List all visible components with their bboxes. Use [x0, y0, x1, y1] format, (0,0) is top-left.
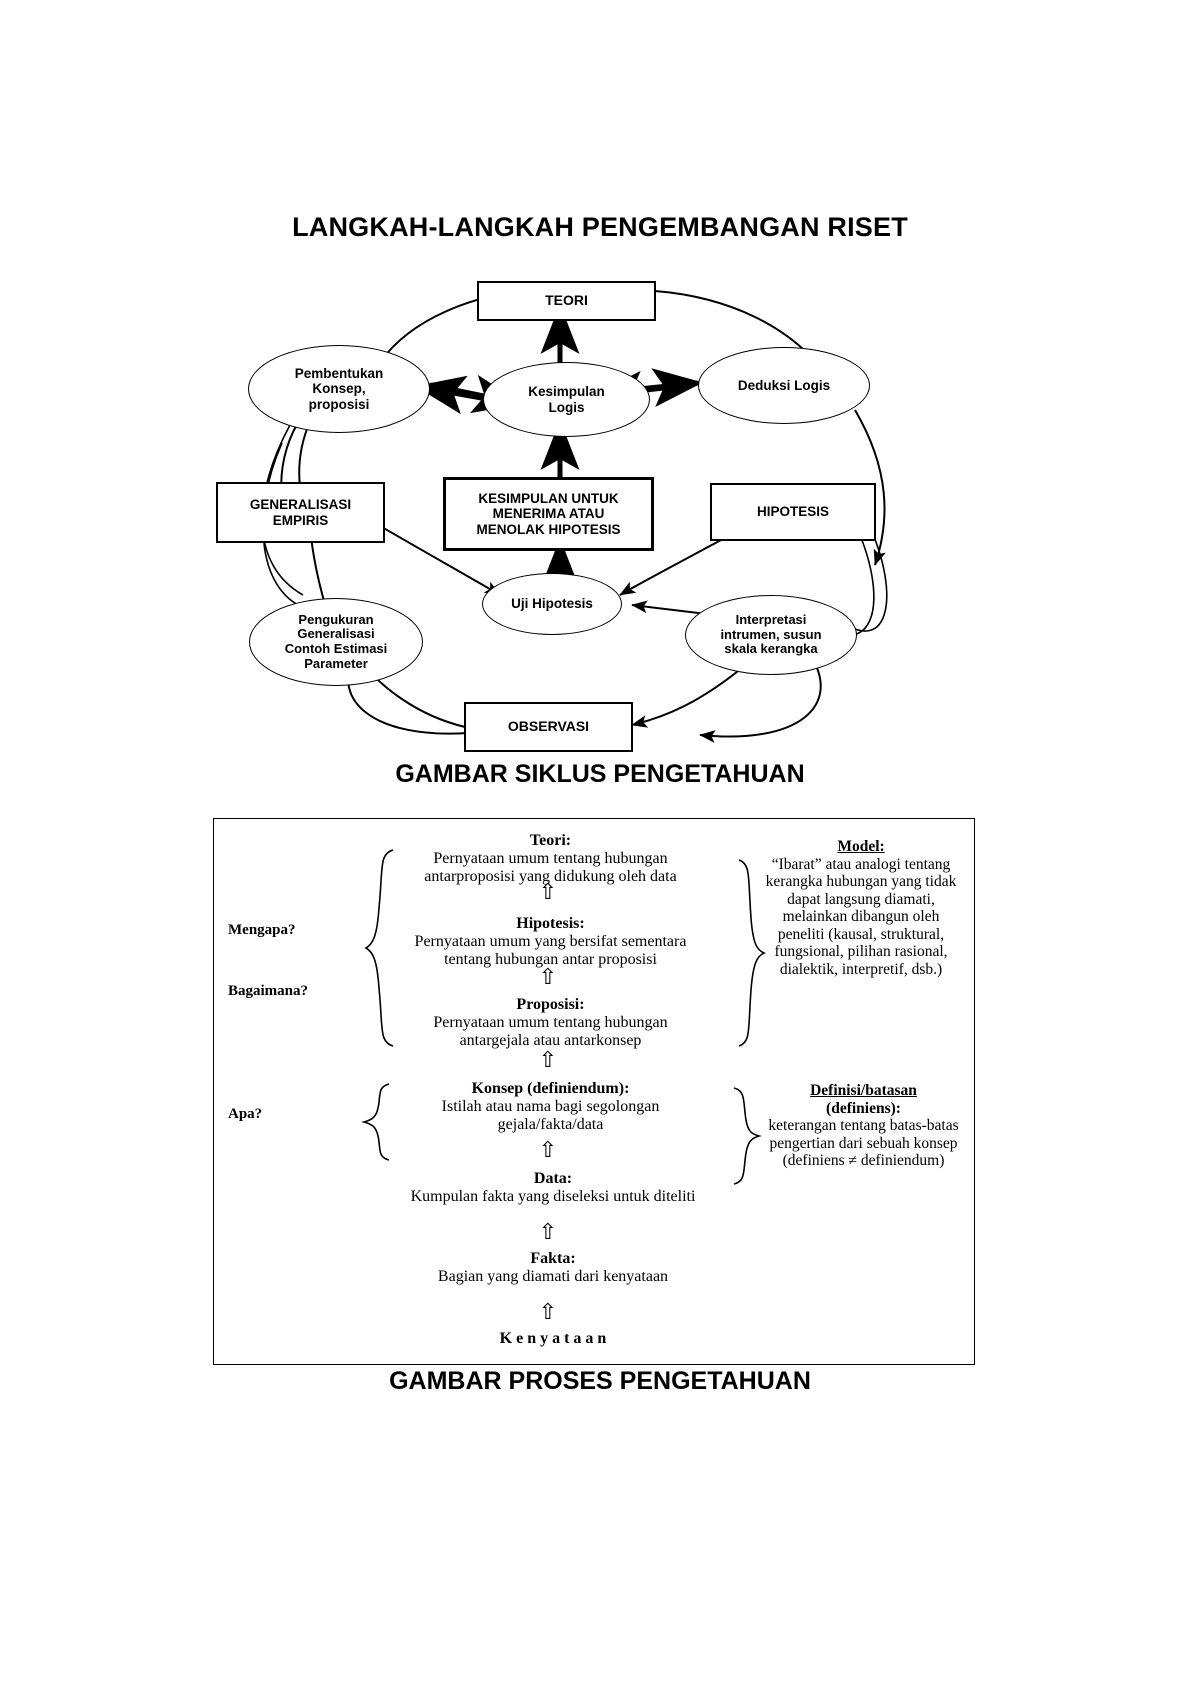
arrow-up-icon-1: ⇧ — [538, 880, 558, 905]
brace-model — [737, 858, 767, 1048]
arrow-up-icon-3: ⇧ — [538, 1048, 558, 1073]
right-block-definisi-subheading: (definiens): — [826, 1099, 901, 1117]
side-label-mengapa: Mengapa? — [228, 922, 296, 938]
right-block-model-heading: Model: — [837, 838, 885, 855]
arrow-up-icon-4: ⇧ — [538, 1138, 558, 1163]
level-fakta-body: Bagian yang diamati dari kenyataan — [437, 1268, 669, 1286]
node-deduksi-logis-label: Deduksi Logis — [737, 377, 831, 393]
level-data-heading: Data: — [533, 1170, 573, 1187]
node-kesimpulan-hipotesis-label: KESIMPULAN UNTUK MENERIMA ATAU MENOLAK H… — [476, 491, 621, 537]
page-title: LANGKAH-LANGKAH PENGEMBANGAN RISET — [292, 212, 908, 242]
right-block-model: Model: “Ibarat” atau analogi tentang ker… — [761, 838, 961, 978]
node-observasi-label: OBSERVASI — [507, 718, 590, 735]
node-generalisasi-empiris-label: GENERALISASI EMPIRIS — [249, 497, 352, 528]
node-pengukuran-label: Pengukuran Generalisasi Contoh Estimasi … — [284, 611, 388, 671]
level-hipotesis: Hipotesis: Pernyataan umum yang bersifat… — [373, 915, 728, 969]
level-teori: Teori: Pernyataan umum tentang hubungan … — [373, 832, 728, 886]
node-generalisasi-empiris: GENERALISASI EMPIRIS — [216, 482, 385, 543]
level-hipotesis-heading: Hipotesis: — [516, 915, 585, 932]
node-hipotesis-label: HIPOTESIS — [756, 504, 829, 520]
node-kesimpulan-logis-label: Kesimpulan Logis — [528, 384, 605, 415]
process-diagram-frame — [213, 818, 975, 1365]
arrow-up-icon-5: ⇧ — [538, 1220, 558, 1245]
knowledge-process-diagram: Mengapa? Bagaimana? Apa? — [213, 818, 973, 1363]
side-label-apa: Apa? — [228, 1106, 263, 1122]
node-hipotesis: HIPOTESIS — [710, 483, 876, 541]
node-interpretasi-label: Interpretasi intrumen, susun skala keran… — [720, 612, 822, 657]
node-pembentukan-konsep-label: Pembentukan Konsep, proposisi — [294, 366, 384, 412]
brace-teori-proposisi — [363, 848, 397, 1048]
level-fakta-heading: Fakta: — [530, 1250, 576, 1267]
level-konsep: Konsep (definiendum): Istilah atau nama … — [373, 1080, 728, 1134]
side-label-bagaimana: Bagaimana? — [228, 983, 309, 999]
level-konsep-body: Istilah atau nama bagi segolongan gejala… — [441, 1098, 660, 1134]
brace-definisi — [732, 1086, 762, 1186]
level-kenyataan: K e n y a t a a n — [499, 1330, 607, 1347]
right-block-definisi-heading: Definisi/batasan — [810, 1082, 917, 1099]
level-proposisi-heading: Proposisi: — [516, 996, 585, 1013]
node-observasi: OBSERVASI — [464, 702, 633, 752]
node-teori: TEORI — [477, 281, 656, 321]
arrow-up-icon-6: ⇧ — [538, 1300, 558, 1325]
level-hipotesis-body: Pernyataan umum yang bersifat sementara … — [414, 933, 687, 969]
level-teori-heading: Teori: — [529, 832, 572, 849]
node-interpretasi: Interpretasi intrumen, susun skala keran… — [685, 595, 857, 675]
figure2-caption: GAMBAR PROSES PENGETAHUAN — [389, 1367, 811, 1395]
node-pengukuran: Pengukuran Generalisasi Contoh Estimasi … — [249, 598, 423, 686]
node-deduksi-logis: Deduksi Logis — [698, 347, 870, 424]
node-uji-hipotesis-label: Uji Hipotesis — [511, 596, 593, 612]
level-data-body: Kumpulan fakta yang diseleksi untuk dite… — [410, 1188, 696, 1206]
node-pembentukan-konsep: Pembentukan Konsep, proposisi — [248, 345, 430, 433]
node-kesimpulan-hipotesis: KESIMPULAN UNTUK MENERIMA ATAU MENOLAK H… — [443, 477, 654, 551]
right-block-definisi-body: keterangan tentang batas-batas pengertia… — [768, 1117, 959, 1169]
right-block-model-body: “Ibarat” atau analogi tentang kerangka h… — [765, 855, 957, 978]
node-teori-label: TEORI — [545, 292, 588, 309]
node-kesimpulan-logis: Kesimpulan Logis — [483, 362, 650, 437]
brace-konsep — [361, 1082, 393, 1162]
level-teori-body: Pernyataan umum tentang hubungan antarpr… — [424, 850, 677, 886]
knowledge-cycle-diagram: TEORI Pembentukan Konsep, proposisi Kesi… — [200, 265, 940, 775]
level-proposisi: Proposisi: Pernyataan umum tentang hubun… — [373, 996, 728, 1050]
level-fakta: Fakta: Bagian yang diamati dari kenyataa… — [343, 1250, 763, 1286]
level-konsep-heading: Konsep (definiendum): — [471, 1080, 630, 1097]
figure1-caption: GAMBAR SIKLUS PENGETAHUAN — [395, 760, 805, 788]
arrow-up-icon-2: ⇧ — [538, 965, 558, 990]
right-block-definisi: Definisi/batasan (definiens): keterangan… — [761, 1082, 966, 1170]
level-data: Data: Kumpulan fakta yang diseleksi untu… — [343, 1170, 763, 1206]
level-proposisi-body: Pernyataan umum tentang hubungan antarge… — [433, 1014, 668, 1050]
node-uji-hipotesis: Uji Hipotesis — [482, 573, 622, 635]
